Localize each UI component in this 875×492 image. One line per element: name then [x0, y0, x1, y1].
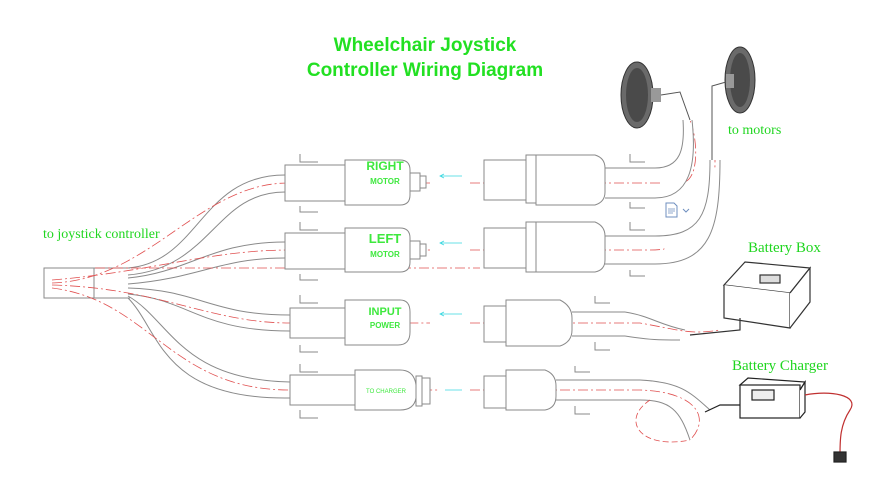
left-motor-label-line-2: MOTOR [370, 250, 400, 259]
document-icon-glyph [665, 202, 690, 218]
input-power-mate [483, 296, 686, 351]
input-power-label-line-2: POWER [369, 321, 401, 330]
right-motor-mate [483, 119, 694, 209]
connect-arrows [439, 173, 462, 391]
battery-box [689, 261, 812, 336]
input-power-connector [289, 295, 411, 353]
diagram-title-line-2: Controller Wiring Diagram [306, 60, 544, 81]
left-motor-mate [483, 159, 721, 277]
right-motor-connector [284, 154, 427, 213]
left-motor-label-line-1: LEFT [368, 231, 402, 246]
motor-wheel-right [711, 46, 756, 160]
label-motors: to motors [728, 123, 782, 138]
charger-cable-dashed [635, 399, 691, 443]
motor-wheel-left [620, 61, 691, 129]
diagram-title-line-1: Wheelchair Joystick [333, 35, 517, 56]
left-motor-connector [284, 222, 427, 281]
joystick-cable [43, 174, 291, 399]
label-battery-charger: Battery Charger [732, 358, 828, 374]
right-motor-label-line-1: RIGHT [366, 159, 404, 173]
input-power-label-line-1: INPUT [368, 306, 402, 318]
charger-mate [483, 366, 711, 441]
label-joystick-controller: to joystick controller [43, 227, 160, 242]
label-battery-box: Battery Box [748, 240, 821, 256]
right-motor-label-line-2: MOTOR [370, 177, 400, 186]
charger-connector [289, 364, 431, 419]
center-lines [51, 119, 721, 441]
charger-label: TO CHARGER [366, 389, 406, 395]
battery-charger [704, 377, 853, 463]
document-icon[interactable] [664, 202, 694, 218]
